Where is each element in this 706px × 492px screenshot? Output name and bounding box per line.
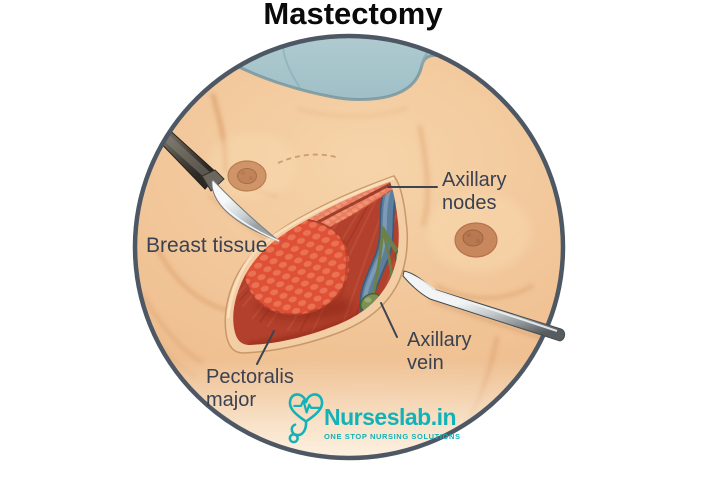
scalpel-icon <box>150 125 280 242</box>
brand-logo: Nurseslab.in ONE STOP NURSING SOLUTIONS <box>286 384 461 446</box>
figure-title: Mastectomy <box>263 0 443 31</box>
label-axillary-vein: Axillary vein <box>407 329 471 374</box>
retractor-icon <box>402 270 566 342</box>
left-areola <box>227 160 267 192</box>
label-pectoralis-major-line2: major <box>206 388 257 411</box>
incision-marking-dashed-line <box>277 153 340 164</box>
right-areola <box>454 222 498 258</box>
brand-name: Nurseslab.in <box>324 404 457 430</box>
circle-border <box>132 33 566 461</box>
label-axillary-nodes: Axillary nodes <box>442 169 506 214</box>
label-breast-tissue: Breast tissue <box>146 234 268 257</box>
leader-line-pectoralis-major <box>256 330 275 365</box>
label-pectoralis-major-line1: Pectoralis <box>206 366 294 388</box>
label-axillary-vein-line1: Axillary <box>407 329 472 351</box>
stethoscope-heart-icon <box>288 393 324 444</box>
label-axillary-nodes-line1: Axillary <box>442 169 507 191</box>
label-axillary-vein-line2: vein <box>407 351 444 374</box>
leader-line-axillary-vein <box>380 302 398 338</box>
brand-tagline: ONE STOP NURSING SOLUTIONS <box>324 432 461 441</box>
label-axillary-nodes-line2: nodes <box>442 191 497 214</box>
label-pectoralis-major: Pectoralis major <box>206 366 294 411</box>
